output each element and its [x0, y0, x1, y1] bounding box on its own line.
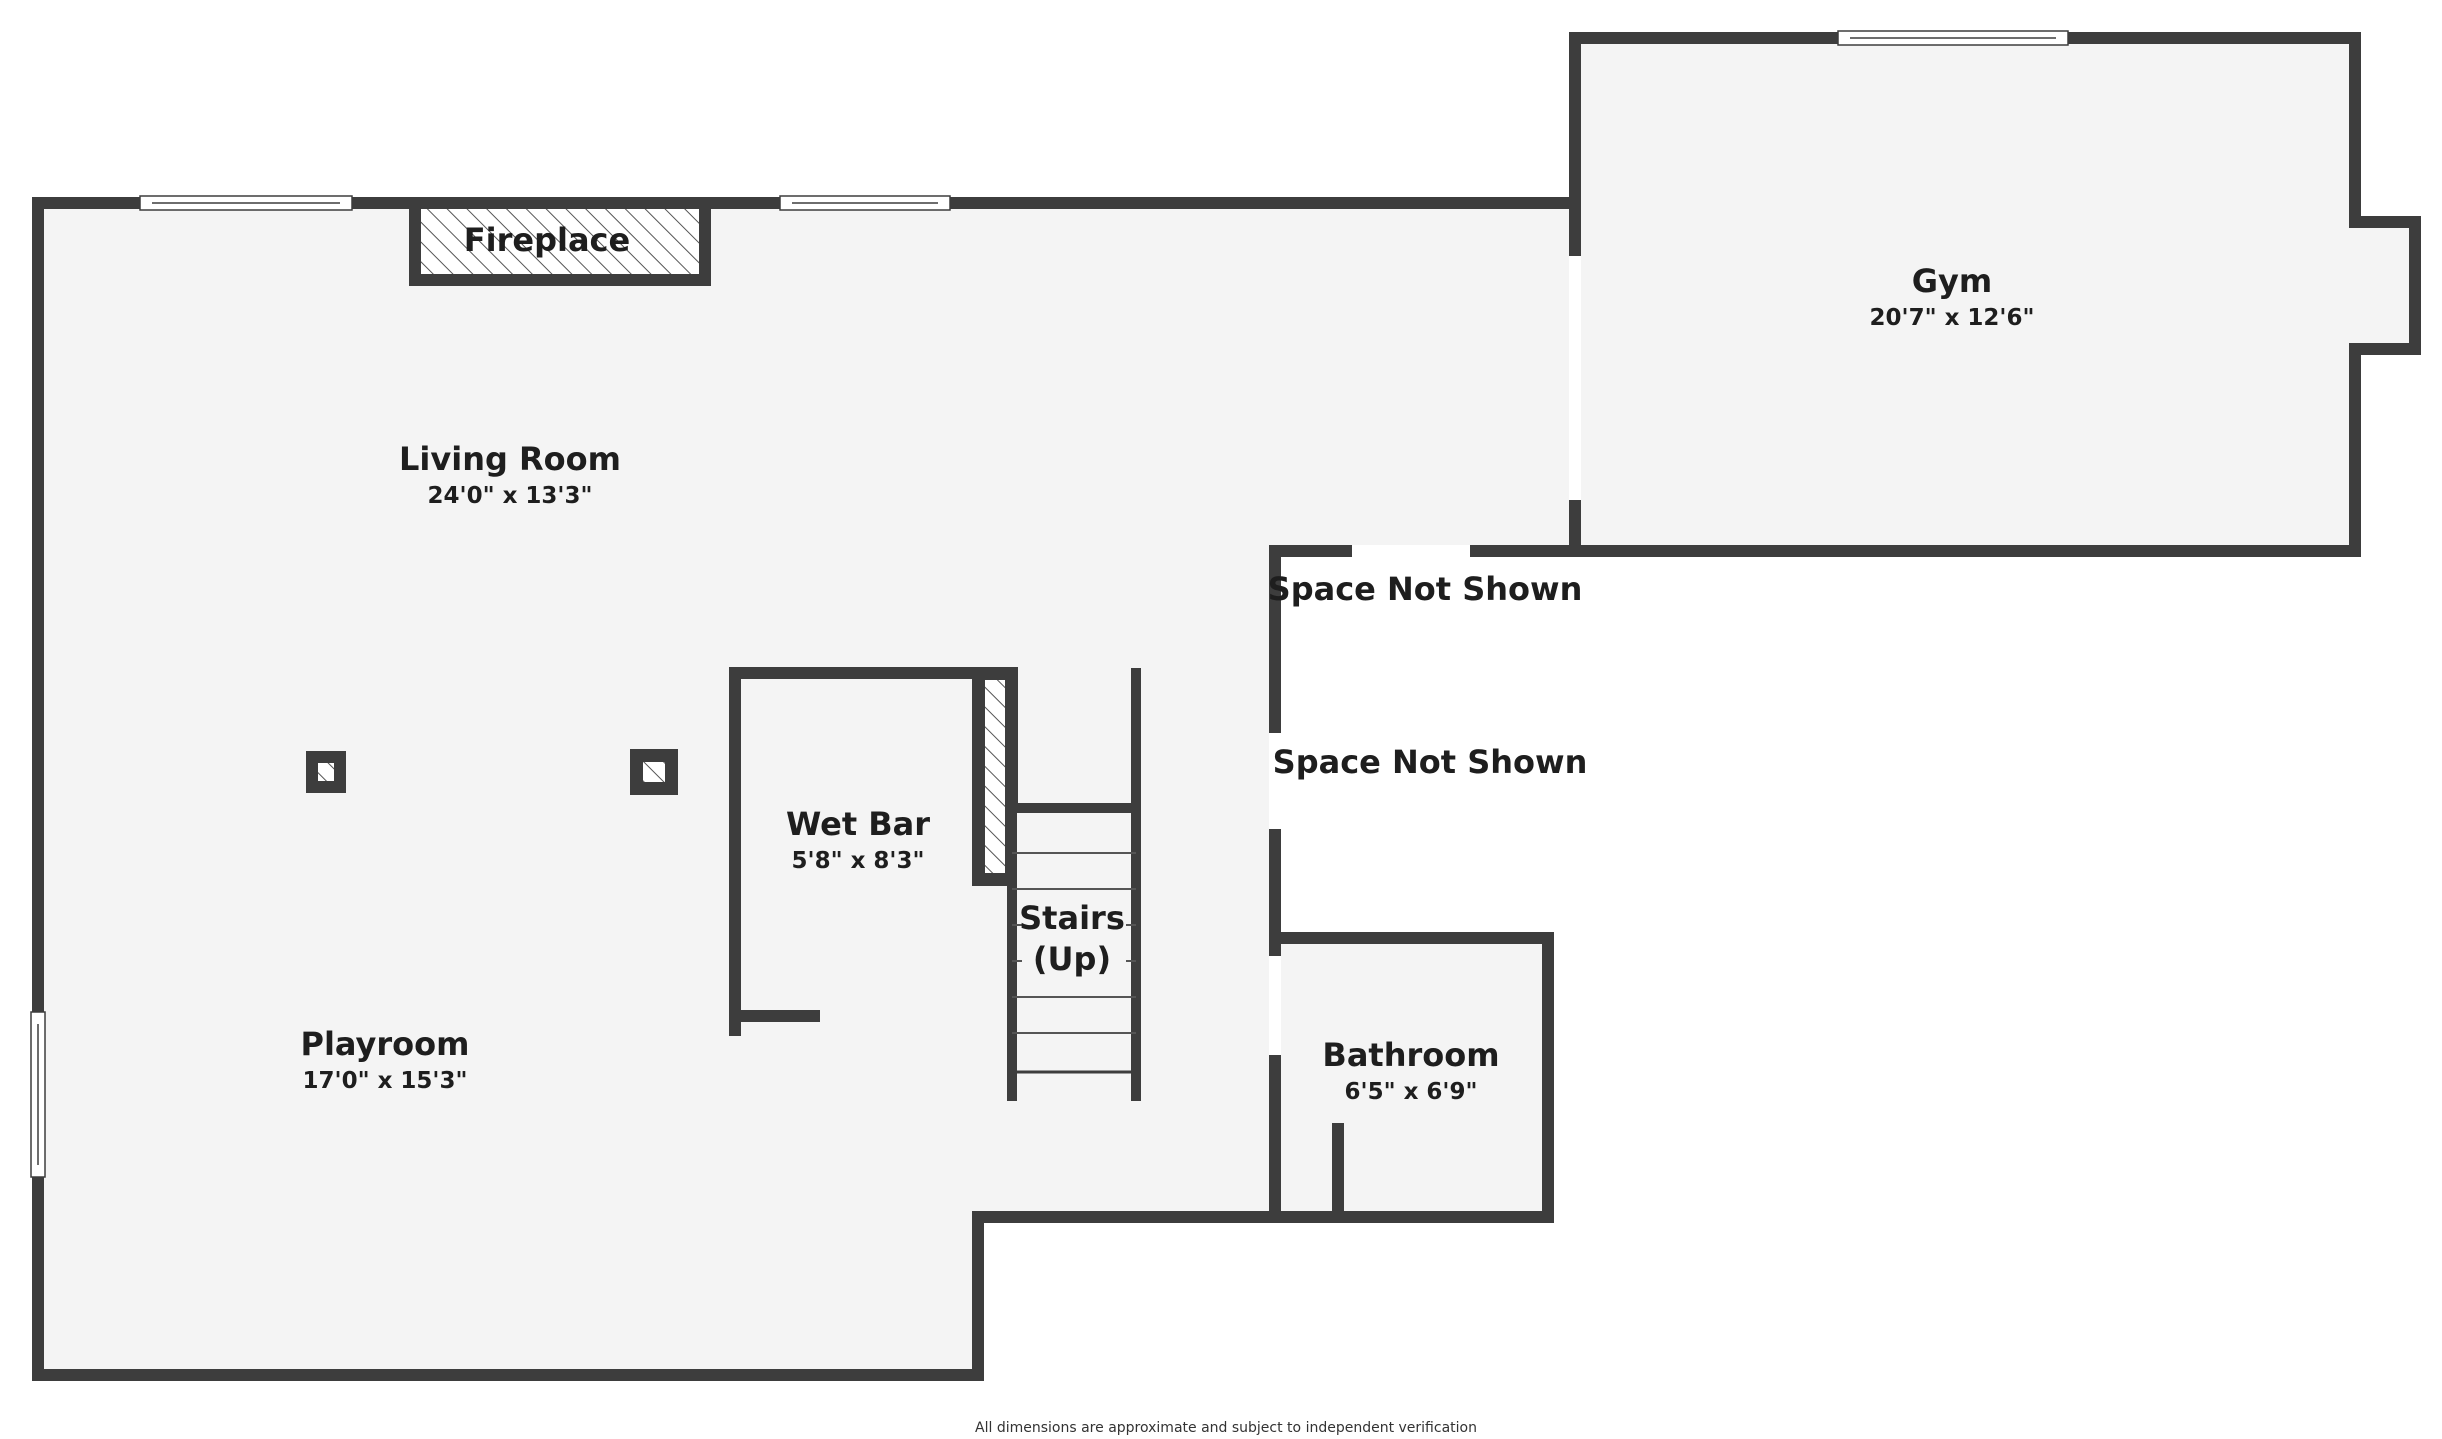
window	[30, 1011, 46, 1178]
stairs-direction: (Up)	[1033, 940, 1111, 978]
wet-bar-name: Wet Bar	[786, 805, 930, 843]
window	[139, 195, 353, 211]
support-post	[306, 751, 346, 793]
stairs-label: Stairs	[1019, 899, 1125, 937]
hatched-column	[983, 678, 1007, 875]
exterior-walls	[32, 32, 2421, 1381]
bathroom-name: Bathroom	[1322, 1036, 1499, 1074]
fireplace-label: Fireplace	[464, 221, 630, 259]
doorway	[1269, 733, 1281, 829]
bathroom-dimensions: 6'5" x 6'9"	[1345, 1079, 1478, 1105]
playroom-name: Playroom	[301, 1025, 470, 1063]
doorway	[1352, 545, 1470, 557]
window	[1837, 30, 2069, 46]
gym-name: Gym	[1912, 262, 1992, 300]
support-post	[630, 749, 678, 795]
doorway	[1569, 256, 1581, 500]
floor-area	[38, 38, 2415, 1375]
space-not-shown-label: Space Not Shown	[1268, 570, 1583, 608]
disclaimer: All dimensions are approximate and subje…	[975, 1420, 1477, 1436]
living-room-name: Living Room	[399, 440, 621, 478]
fireplace	[409, 197, 711, 286]
playroom-dimensions: 17'0" x 15'3"	[303, 1068, 468, 1094]
doorway	[1269, 956, 1281, 1055]
living-room-dimensions: 24'0" x 13'3"	[428, 483, 593, 509]
window	[779, 195, 951, 211]
wet-bar-dimensions: 5'8" x 8'3"	[792, 848, 925, 874]
space-not-shown-label: Space Not Shown	[1273, 743, 1588, 781]
gym-dimensions: 20'7" x 12'6"	[1870, 305, 2035, 331]
